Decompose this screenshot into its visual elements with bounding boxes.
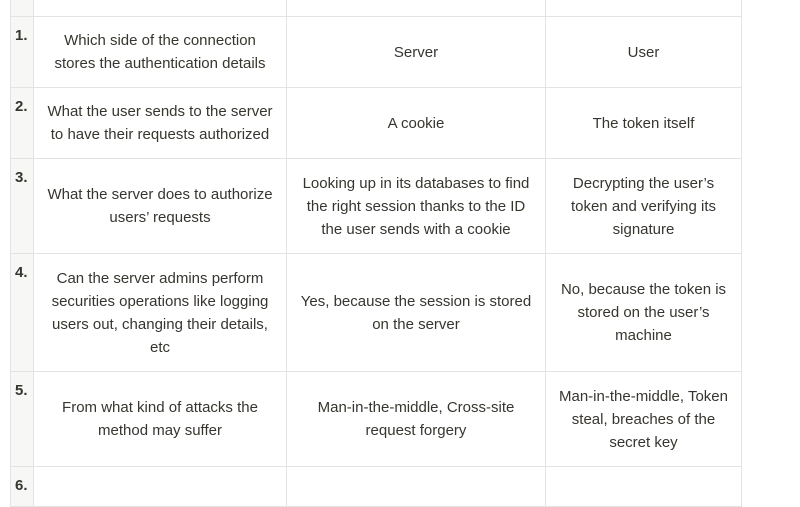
question-cell: What the user sends to the server to hav… (33, 87, 287, 159)
token-cell (545, 0, 742, 17)
row-number: 2. (10, 87, 34, 159)
question-cell (33, 466, 287, 507)
token-cell: No, because the token is stored on the u… (545, 253, 742, 372)
session-cell: A cookie (286, 87, 546, 159)
table-row: 5. From what kind of attacks the method … (10, 371, 742, 467)
token-cell: The token itself (545, 87, 742, 159)
session-cell (286, 466, 546, 507)
row-number: 4. (10, 253, 34, 372)
row-number: 1. (10, 16, 34, 88)
session-cell: Man-in-the-middle, Cross-site request fo… (286, 371, 546, 467)
table-row: 2. What the user sends to the server to … (10, 87, 742, 159)
row-number: 5. (10, 371, 34, 467)
comparison-table-view: 1. Which side of the connection stores t… (10, 0, 742, 507)
table-row: 6. (10, 466, 742, 507)
number-cell (10, 0, 34, 17)
question-cell: Can the server admins perform securities… (33, 253, 287, 372)
question-cell (33, 0, 287, 17)
question-cell: From what kind of attacks the method may… (33, 371, 287, 467)
session-cell: Yes, because the session is stored on th… (286, 253, 546, 372)
table-row: 1. Which side of the connection stores t… (10, 16, 742, 88)
token-cell: Decrypting the user’s token and verifyin… (545, 158, 742, 254)
comparison-table: 1. Which side of the connection stores t… (10, 0, 742, 507)
table-header-row-partial (10, 0, 742, 17)
token-cell: Man-in-the-middle, Token steal, breaches… (545, 371, 742, 467)
token-cell (545, 466, 742, 507)
row-number: 3. (10, 158, 34, 254)
question-cell: Which side of the connection stores the … (33, 16, 287, 88)
table-row: 3. What the server does to authorize use… (10, 158, 742, 254)
session-cell (286, 0, 546, 17)
session-cell: Looking up in its databases to find the … (286, 158, 546, 254)
question-cell: What the server does to authorize users’… (33, 158, 287, 254)
token-cell: User (545, 16, 742, 88)
row-number: 6. (10, 466, 34, 507)
session-cell: Server (286, 16, 546, 88)
table-row: 4. Can the server admins perform securit… (10, 253, 742, 372)
